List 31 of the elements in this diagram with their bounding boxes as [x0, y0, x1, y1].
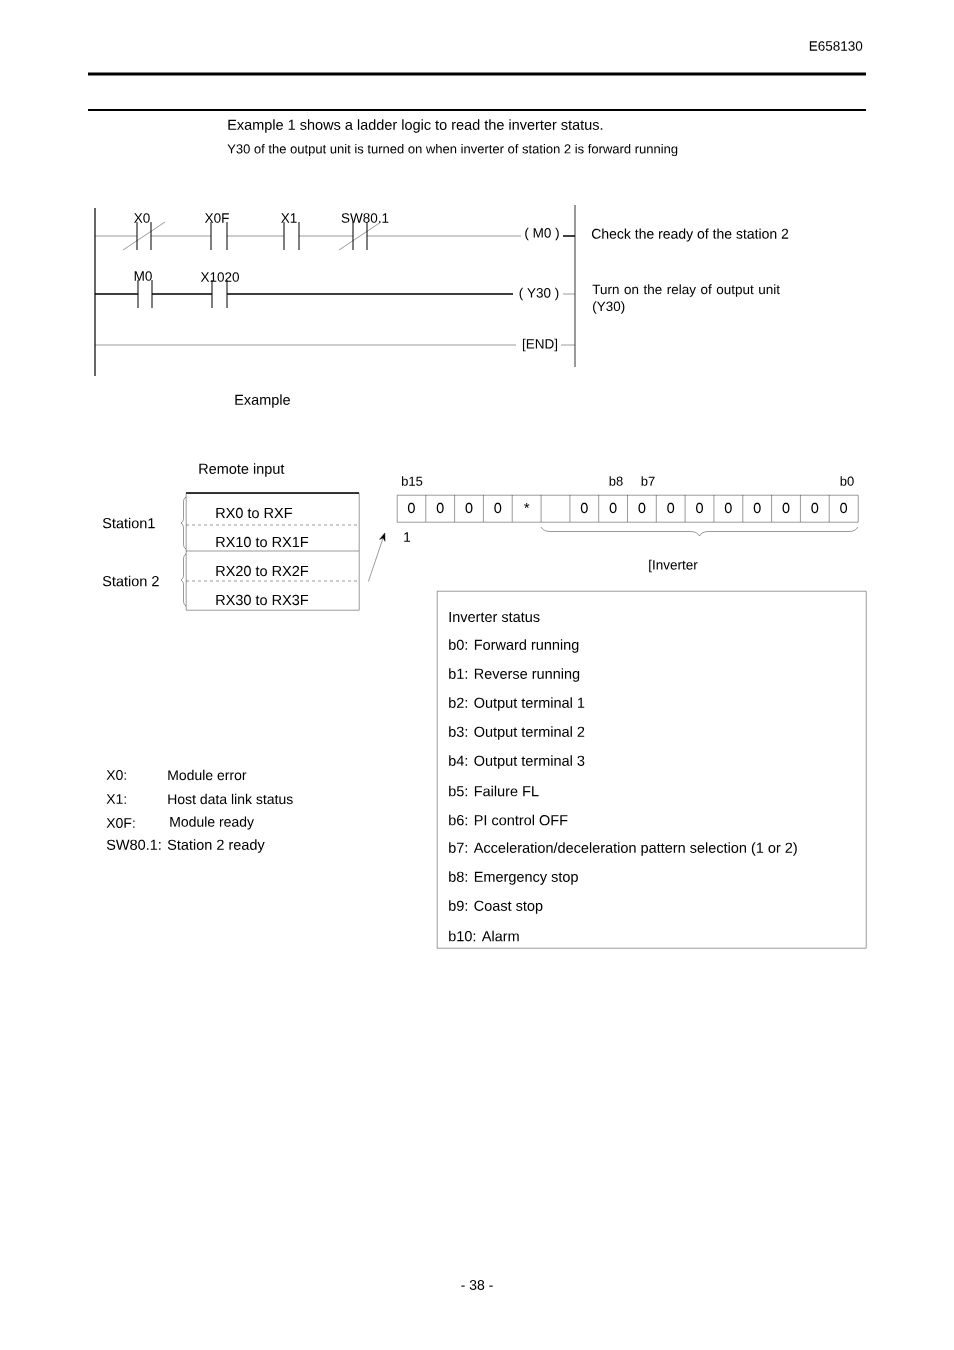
contact-label: SW80.1 — [341, 213, 389, 223]
rung-comment: Turn on the relay of output unit (Y30) — [592, 284, 780, 314]
contact-label: X1 — [281, 213, 297, 223]
contact-label: X0F — [204, 213, 229, 223]
intro-text: Example 1 shows a ladder logic to read the inverter status. — [228, 119, 603, 133]
rung-comment: Check the ready of the station 2 — [591, 228, 789, 242]
node-label: Remote input — [199, 463, 285, 477]
station-label: Station1 — [102, 517, 155, 529]
page-number: - 38 - — [461, 1280, 493, 1290]
legend-text: Module error — [168, 769, 247, 781]
field-label: [Inverter — [649, 559, 698, 573]
coil-label: ( M0 ) — [525, 227, 559, 241]
contact-label: X1020 — [200, 272, 239, 282]
document-number: E658130 — [809, 41, 863, 51]
remote-input-table: Remote input RX0 to RXF RX10 to RX1F RX20 to RX2F RX30 to RX3F — [185, 463, 360, 611]
contact-label: M0 — [134, 271, 152, 281]
legend-text: X1: — [106, 794, 126, 804]
legend-text: X0F: — [106, 818, 135, 828]
status-box: Inverter status b0: Forward running b1: Reverse running b2: Output terminal 1 b3: Output terminal 2 b4: Output terminal 3 b5: Failure FL b6: PI control OFF b7: Acceleration/deceleration pattern selection (1 or 2) b8: Emergency stop b9: Coast stop b10: Alarm — [437, 591, 867, 949]
caption-text: Example — [235, 394, 290, 408]
legend-text: SW80.1: Station 2 ready — [106, 839, 265, 853]
legend-text: X0: — [106, 770, 126, 780]
arrow — [368, 532, 386, 582]
contact-label: X0 — [134, 213, 150, 223]
bit-register: 0 0 0 0 * 0 0 0 0 0 0 0 0 0 0 — [397, 494, 859, 523]
station-label: Station 2 — [102, 575, 159, 587]
legend-text: Module ready — [170, 816, 254, 830]
coil-label: ( Y30 ) — [519, 287, 559, 301]
legend-text: Host data link status — [168, 793, 293, 805]
intro-text: Y30 of the output unit is turned on when inverter of station 2 is forward running — [227, 143, 678, 157]
end-label: [END] — [522, 338, 558, 352]
